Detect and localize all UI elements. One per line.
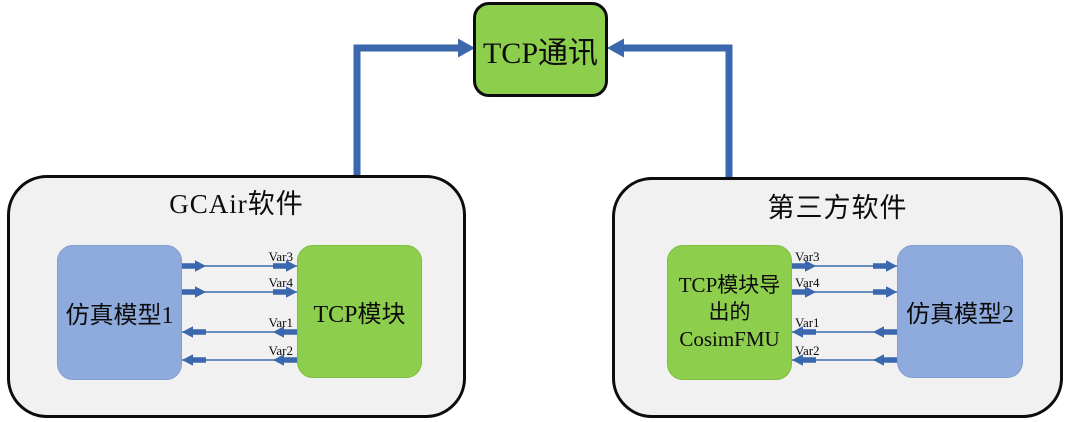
signal-label-right-var4: Var4	[795, 275, 820, 290]
arrowhead-into-tcp-comm-right	[607, 38, 624, 58]
node-tcp-module: TCP模块	[297, 245, 422, 378]
signal-label-left-var1: Var1	[268, 315, 293, 330]
signal-arrow-right-var2	[792, 353, 897, 367]
signal-arrow-left-var3	[182, 259, 297, 273]
left-arrow-icon	[182, 354, 297, 366]
right-arrow-icon	[182, 286, 297, 298]
node-sim-model-2: 仿真模型2	[897, 245, 1023, 378]
left-arrow-icon	[182, 326, 297, 338]
signal-label-right-var1: Var1	[795, 315, 820, 330]
node-sim-model-2-label: 仿真模型2	[906, 302, 1014, 328]
right-arrow-icon	[182, 260, 297, 272]
node-cosim-fmu-line1: TCP模块导	[678, 272, 781, 297]
signal-arrow-right-var4	[792, 285, 897, 299]
node-sim-model-1-label: 仿真模型1	[65, 303, 174, 329]
signal-label-left-var4: Var4	[268, 275, 293, 290]
node-sim-model-1: 仿真模型1	[57, 245, 182, 380]
node-cosim-fmu-line2: 出的	[708, 299, 751, 324]
signal-arrow-left-var4	[182, 285, 297, 299]
node-tcp-comm: TCP通讯	[473, 2, 608, 97]
container-third-party-title: 第三方软件	[767, 193, 908, 223]
signal-arrow-right-var1	[792, 325, 897, 339]
right-arrow-icon	[792, 260, 897, 272]
node-cosim-fmu-line3: CosimFMU	[679, 327, 780, 352]
signal-arrow-left-var1	[182, 325, 297, 339]
container-gcair-title: GCAir软件	[169, 189, 304, 219]
signal-arrow-right-var3	[792, 259, 897, 273]
node-tcp-module-label: TCP模块	[313, 302, 406, 328]
signal-label-left-var3: Var3	[268, 249, 293, 264]
signal-label-right-var3: Var3	[795, 249, 820, 264]
left-arrow-icon	[792, 326, 897, 338]
node-tcp-comm-label: TCP通讯	[482, 36, 599, 70]
node-cosim-fmu: TCP模块导 出的 CosimFMU	[667, 245, 792, 380]
right-arrow-icon	[792, 286, 897, 298]
signal-label-right-var2: Var2	[795, 343, 820, 358]
signal-arrow-left-var2	[182, 353, 297, 367]
left-arrow-icon	[792, 354, 897, 366]
signal-label-left-var2: Var2	[268, 343, 293, 358]
